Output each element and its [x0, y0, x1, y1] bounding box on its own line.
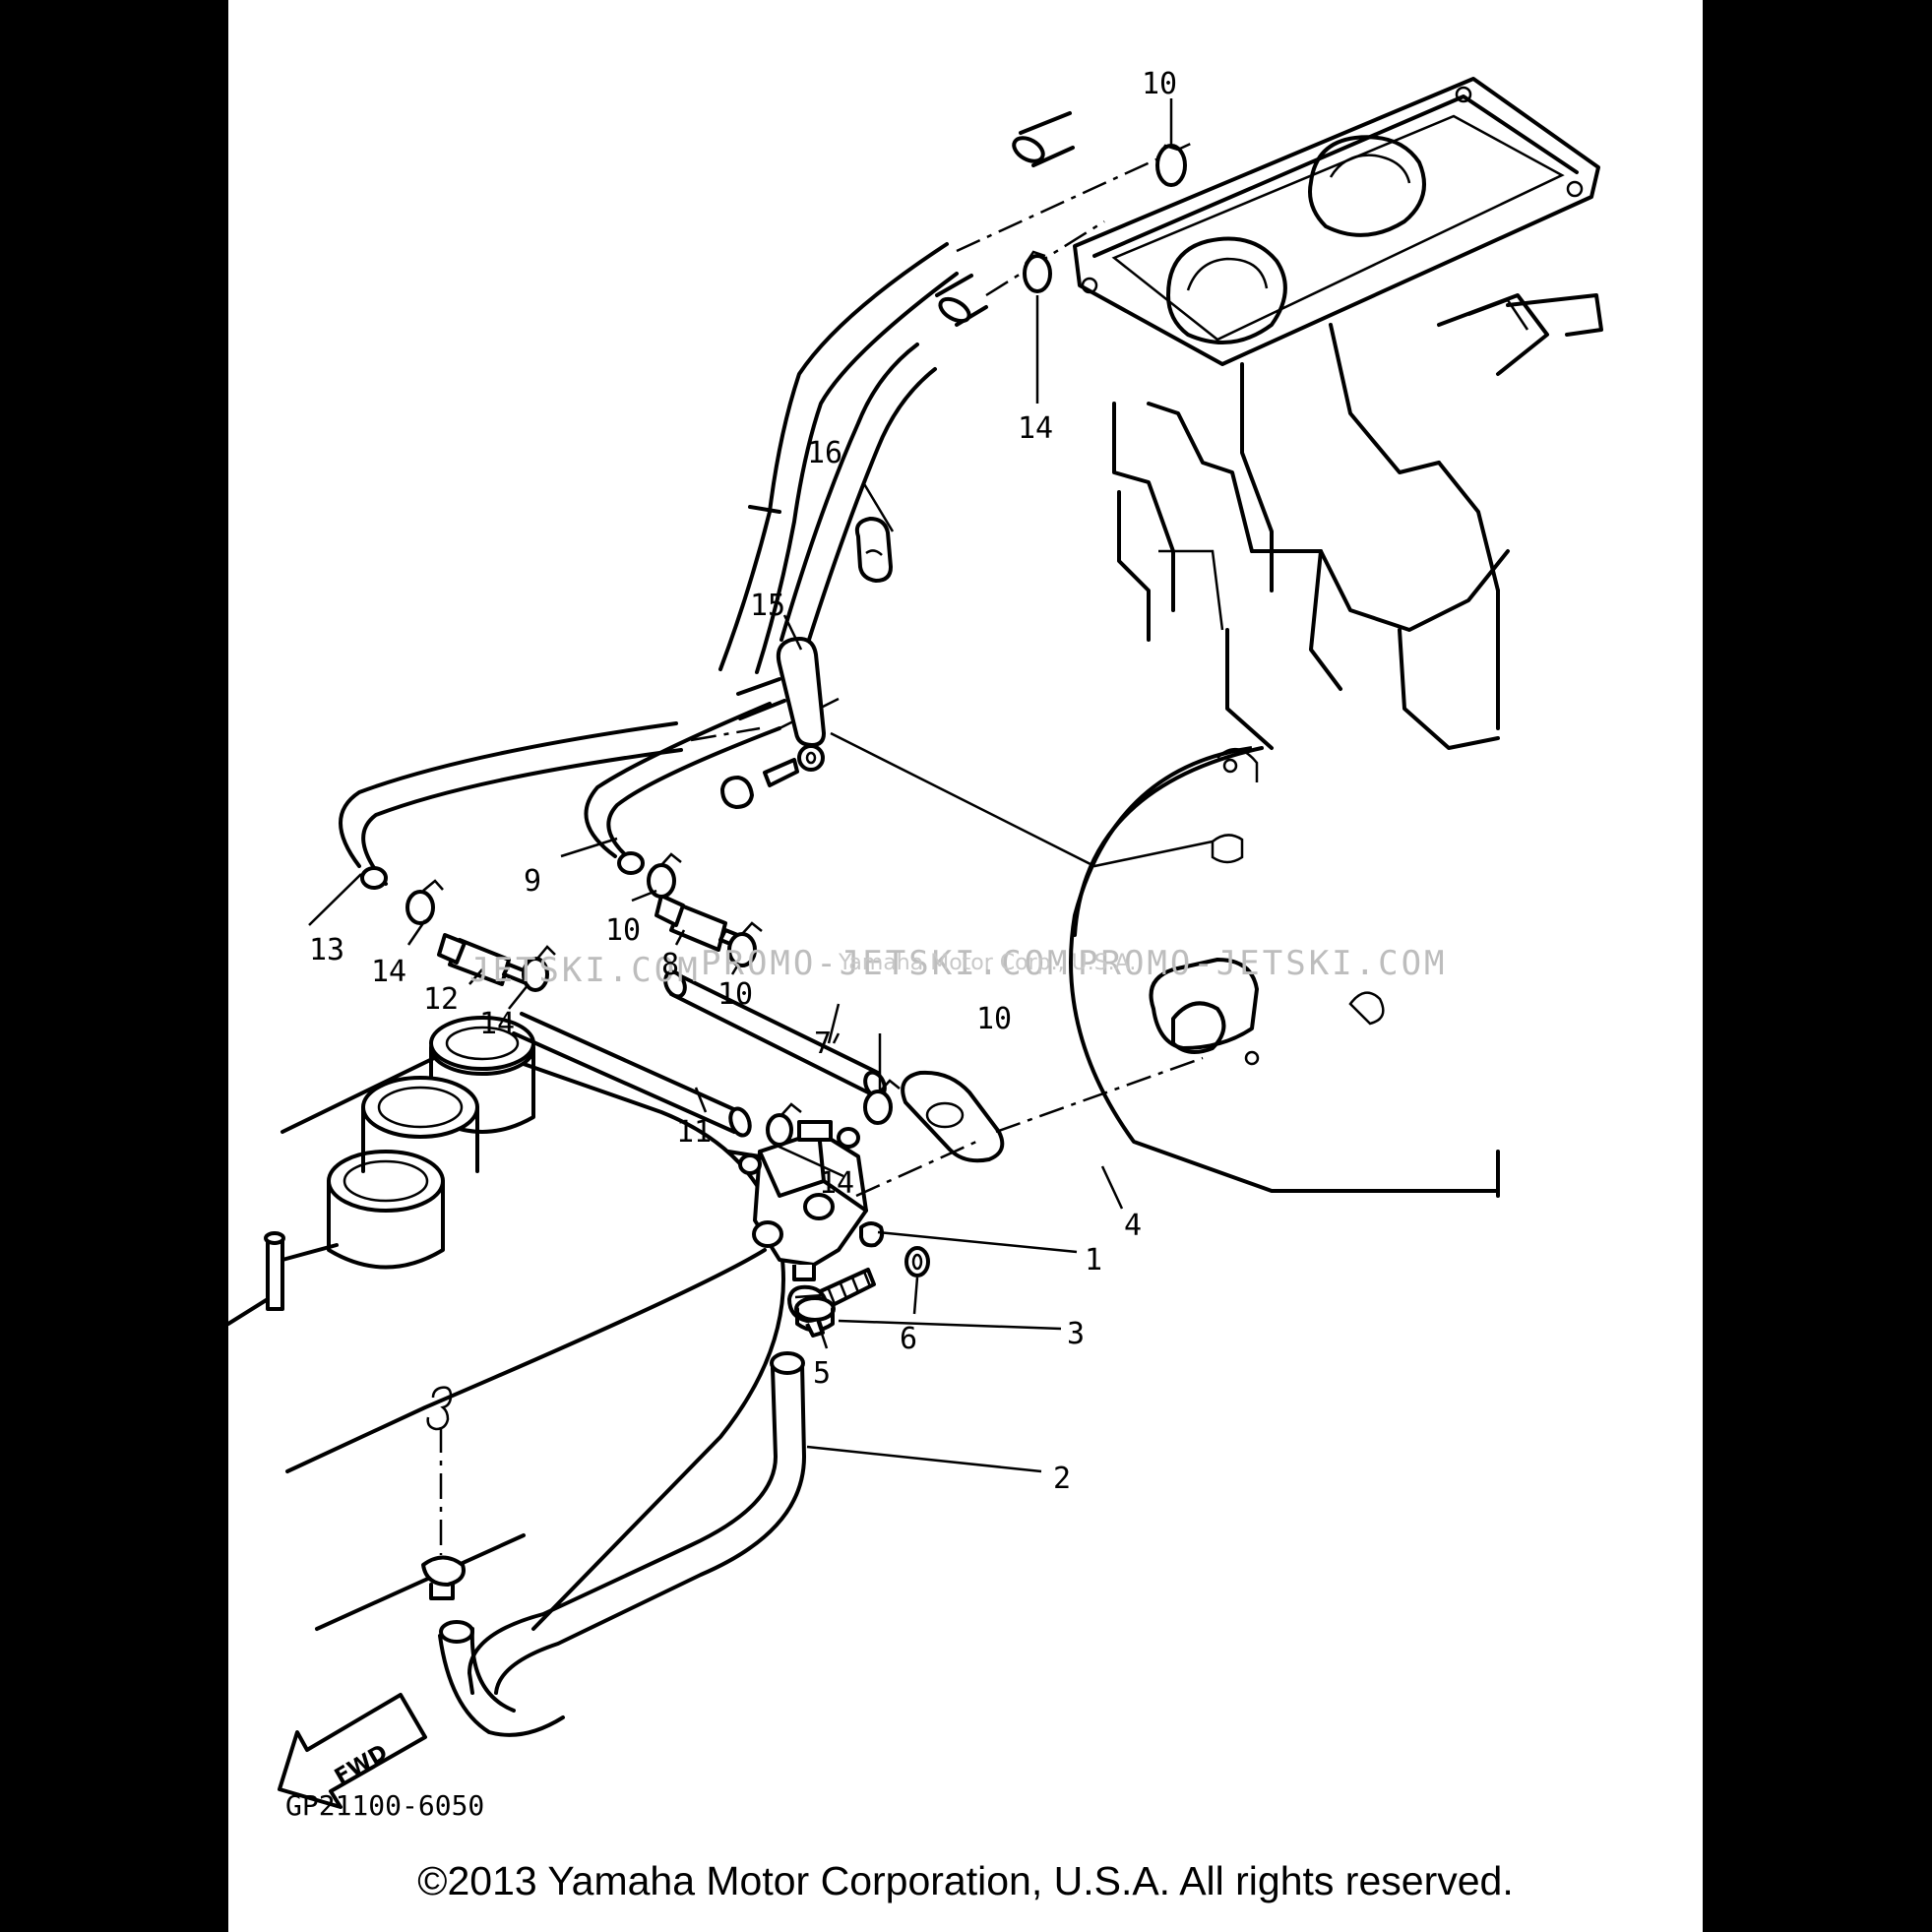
hose-13 — [339, 721, 683, 890]
hose-11 — [512, 1012, 752, 1138]
watermark-middle: PROMO-JETSKI.COM — [701, 944, 1071, 983]
label-12: 12 — [423, 982, 459, 1017]
clamp-3 — [794, 1296, 836, 1338]
label-10-top: 10 — [1142, 67, 1177, 101]
label-14-left: 14 — [371, 955, 406, 989]
label-10-mid: 10 — [605, 913, 641, 948]
fuel-tank-parts-diagram: FWD JETSKI.COM PROMO-JETSKI.COM PROMO-JE… — [228, 67, 1603, 1822]
carburetor-feed-hose — [718, 111, 1194, 674]
watermark-right: PROMO-JETSKI.COM — [1078, 944, 1448, 983]
hose-clamp-10-right — [727, 921, 763, 967]
part-labels: 10 14 16 15 9 13 14 12 14 10 8 10 7 11 1… — [309, 67, 1177, 1496]
label-7: 7 — [814, 1027, 832, 1061]
hose-2 — [438, 1351, 806, 1737]
label-5: 5 — [813, 1356, 831, 1391]
carburetor-mount-plate — [1073, 77, 1603, 592]
gasket-4 — [901, 1070, 1005, 1163]
copyright-notice: ©2013 Yamaha Motor Corporation, U.S.A. A… — [417, 1858, 1514, 1903]
label-8: 8 — [661, 948, 679, 982]
hose-clamp-10-mid — [647, 852, 682, 899]
label-14-mid: 14 — [479, 1007, 515, 1041]
label-10-right: 10 — [717, 977, 753, 1012]
label-6: 6 — [900, 1322, 917, 1356]
label-4: 4 — [1124, 1209, 1142, 1243]
label-9: 9 — [524, 864, 541, 899]
hose-holder-15 — [736, 637, 826, 772]
fuel-filter-12 — [437, 933, 535, 986]
watermark-faint: Yamaha Motor Corp., U.S.A. — [838, 951, 1136, 975]
label-10-pump: 10 — [976, 1002, 1012, 1036]
label-11: 11 — [676, 1115, 712, 1150]
engine-block — [1069, 402, 1510, 1198]
clip-16 — [854, 517, 893, 583]
screw — [720, 758, 799, 809]
hose-9 — [584, 697, 840, 875]
label-13: 13 — [309, 933, 344, 967]
hose-clamp-10-top — [1155, 144, 1187, 187]
drawing-code: GP21100-6050 — [285, 1789, 484, 1822]
hose-clamp-14-mid — [522, 945, 556, 992]
washer-6 — [904, 1246, 930, 1278]
label-15: 15 — [750, 589, 785, 623]
label-2: 2 — [1053, 1462, 1071, 1496]
leader-lines — [308, 98, 1173, 1473]
fuel-tank — [228, 1016, 785, 1631]
label-3: 3 — [1067, 1317, 1085, 1351]
fuel-pump — [726, 1120, 885, 1281]
hose-clamp-14-left — [405, 879, 444, 925]
hose-clamp-14-top — [1023, 250, 1052, 293]
label-14-top: 14 — [1018, 411, 1053, 446]
hose-clamp-10-pump — [863, 1079, 901, 1125]
label-14-pump: 14 — [819, 1166, 854, 1201]
watermark-left: JETSKI.COM — [469, 951, 701, 990]
parts-sheet: FWD JETSKI.COM PROMO-JETSKI.COM PROMO-JE… — [228, 0, 1703, 1932]
label-1: 1 — [1085, 1243, 1102, 1278]
hose-7 — [663, 969, 887, 1099]
label-16: 16 — [807, 436, 842, 470]
hose-clamp-14-pump — [766, 1102, 802, 1147]
